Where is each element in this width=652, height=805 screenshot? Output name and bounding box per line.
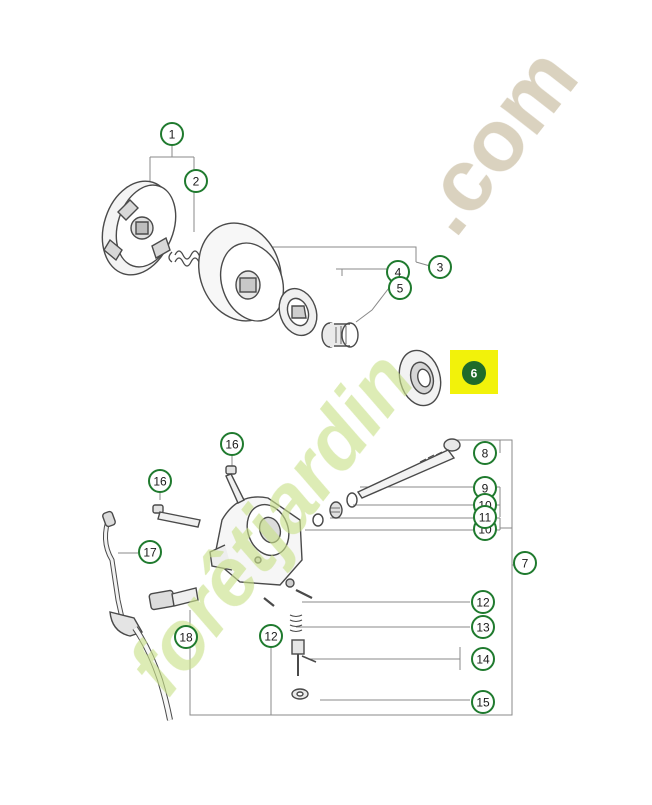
- callout-label: 2: [193, 175, 200, 189]
- seal-ring-part: [291, 688, 309, 700]
- needle-bearing-part: [321, 322, 359, 348]
- pump-housing-part: [209, 496, 303, 588]
- callout-1[interactable]: 1: [160, 122, 184, 146]
- worm-shaft-part: [356, 438, 461, 499]
- callout-7[interactable]: 7: [513, 551, 537, 575]
- callout-label: 16: [153, 475, 167, 489]
- callout-17[interactable]: 17: [138, 540, 162, 564]
- watermark-brand-tan: .com: [392, 29, 596, 252]
- callout-11[interactable]: 11: [473, 505, 497, 529]
- callout-18[interactable]: 18: [174, 625, 198, 649]
- pin-parts: [263, 589, 313, 607]
- callout-5[interactable]: 5: [388, 276, 412, 300]
- callout-6-highlighted[interactable]: 6: [462, 361, 486, 385]
- oil-pump-assembly: [102, 438, 461, 721]
- callout-label: 5: [397, 282, 404, 296]
- callout-label: 11: [479, 511, 492, 525]
- callout-12-left[interactable]: 12: [259, 624, 283, 648]
- screw-parts: [152, 465, 245, 528]
- callout-label: 16: [225, 438, 239, 452]
- adjuster-screw-part: [291, 639, 317, 676]
- callout-label: 18: [179, 631, 193, 645]
- clutch-assembly: [101, 180, 442, 407]
- callout-label: 1: [169, 128, 176, 142]
- callout-label: 14: [476, 653, 490, 667]
- clutch-shoes-part: [101, 180, 177, 276]
- adjuster-spring-part: [289, 614, 303, 633]
- callout-label: 3: [437, 261, 444, 275]
- callout-label: 12: [476, 596, 490, 610]
- callout-label: 8: [482, 447, 489, 461]
- callout-3[interactable]: 3: [428, 255, 452, 279]
- callout-15[interactable]: 15: [471, 690, 495, 714]
- rim-sprocket-part: [278, 287, 318, 337]
- callout-label: 17: [143, 546, 157, 560]
- callout-2[interactable]: 2: [184, 169, 208, 193]
- callout-12-right[interactable]: 12: [471, 590, 495, 614]
- oil-hose-part: [102, 510, 144, 637]
- callout-label: 12: [264, 630, 278, 644]
- callouts: 1 2 3 4 5 6 7 8: [138, 122, 537, 714]
- callout-label: 9: [482, 482, 489, 496]
- callout-label: 15: [476, 696, 490, 710]
- callout-13[interactable]: 13: [471, 615, 495, 639]
- hose-connector-part: [132, 587, 199, 721]
- callout-9[interactable]: 9: [473, 476, 497, 500]
- callout-label: 6: [471, 367, 478, 381]
- callout-16-upper[interactable]: 16: [220, 432, 244, 456]
- callout-16-lower[interactable]: 16: [148, 469, 172, 493]
- seal-parts: [312, 492, 358, 527]
- leader-lines: [118, 145, 522, 716]
- clutch-drum-part: [198, 222, 285, 322]
- callout-14[interactable]: 14: [471, 647, 495, 671]
- callout-label: 7: [522, 557, 529, 571]
- washer-part: [398, 349, 442, 407]
- callout-label: 4: [395, 266, 402, 280]
- callout-8[interactable]: 8: [473, 441, 497, 465]
- callout-label: 13: [476, 621, 490, 635]
